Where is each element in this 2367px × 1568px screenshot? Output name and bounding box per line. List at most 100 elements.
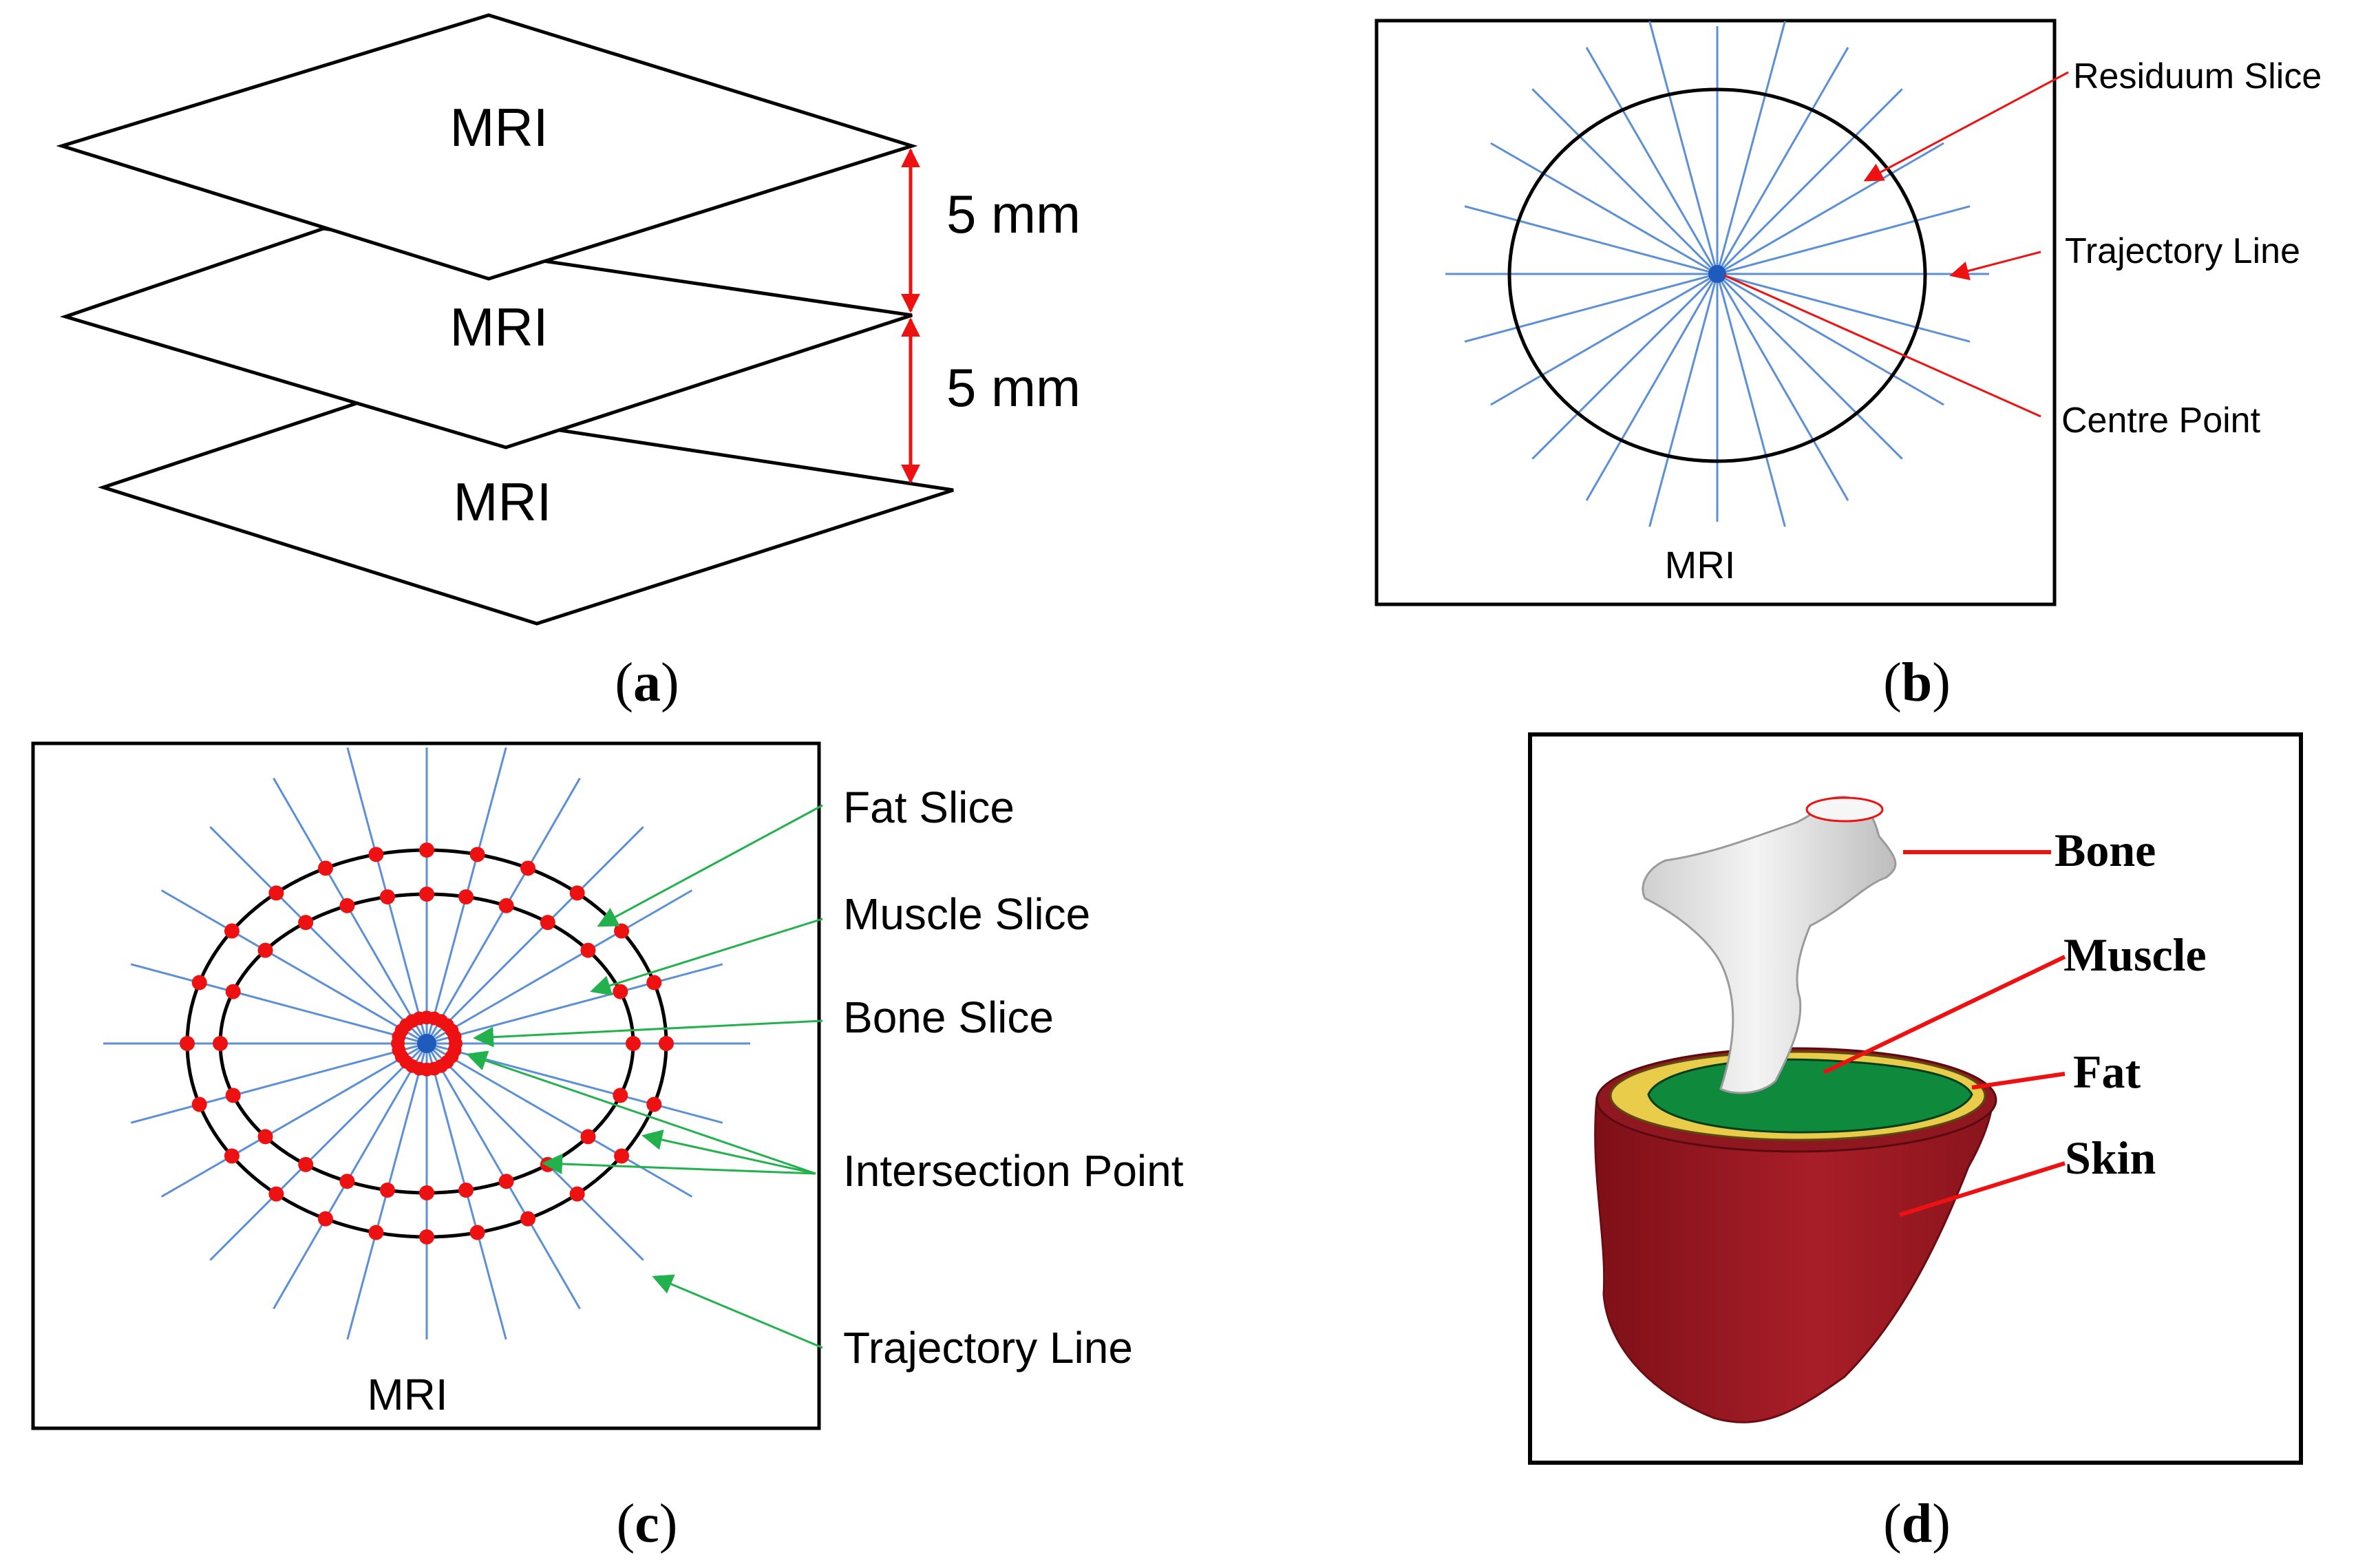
caption-d: (d) bbox=[1883, 1494, 1951, 1554]
intersection-point bbox=[458, 1183, 474, 1198]
skin-shell bbox=[1594, 1096, 1994, 1423]
panel-b: MRI Residuum Slice Trajectory Line Centr… bbox=[1374, 19, 2322, 713]
intersection-point bbox=[540, 915, 555, 931]
mri-label: MRI bbox=[367, 1370, 447, 1419]
panel-a: MRI MRI MRI 5 mm 5 mm (a) bbox=[56, 13, 1081, 713]
trajectory-line-callout bbox=[1949, 251, 2041, 281]
mri-label-top: MRI bbox=[450, 97, 549, 158]
intersection-point bbox=[224, 1148, 240, 1164]
intersection-point bbox=[419, 887, 434, 902]
mri-label-bottom: MRI bbox=[454, 472, 552, 532]
residuum-slice-label: Residuum Slice bbox=[2073, 56, 2322, 96]
residuum-slice-contour bbox=[1507, 87, 1927, 463]
trajectory-line-label: Trajectory Line bbox=[2065, 231, 2300, 271]
intersection-point bbox=[659, 1036, 674, 1051]
intersection-point bbox=[180, 1036, 195, 1051]
spacing-label-lower: 5 mm bbox=[946, 357, 1081, 418]
trajectory-line-callout bbox=[652, 1274, 823, 1349]
intersection-point bbox=[379, 889, 395, 904]
intersection-point bbox=[458, 889, 474, 904]
mri-label-middle: MRI bbox=[450, 297, 549, 357]
centre-point bbox=[417, 1034, 436, 1053]
mri-slice-top bbox=[56, 13, 918, 281]
intersection-point bbox=[213, 1036, 228, 1051]
fat-label: Fat bbox=[2073, 1046, 2141, 1098]
mri-slice-bottom bbox=[97, 399, 954, 626]
intersection-point bbox=[469, 1225, 485, 1240]
intersection-point bbox=[317, 860, 333, 876]
intersection-point bbox=[419, 1185, 434, 1200]
intersection-point bbox=[368, 1225, 384, 1240]
intersection-point-callout-3 bbox=[641, 1130, 816, 1175]
panel-c: MRI Fat Slice Muscle Slice Bone Slice In… bbox=[31, 741, 1184, 1554]
mri-label: MRI bbox=[1665, 543, 1736, 586]
muscle-callout bbox=[1823, 955, 2066, 1074]
intersection-point bbox=[419, 843, 434, 858]
intersection-point bbox=[379, 1183, 395, 1198]
intersection-point-callout-2 bbox=[542, 1154, 816, 1175]
intersection-point bbox=[569, 885, 585, 901]
bone-top-cut bbox=[1805, 796, 1884, 823]
muscle-label: Muscle bbox=[2063, 929, 2207, 981]
intersection-point bbox=[626, 1036, 641, 1051]
intersection-point bbox=[580, 1129, 596, 1145]
intersection-point bbox=[268, 1186, 284, 1202]
intersection-point bbox=[298, 915, 314, 931]
muscle-layer bbox=[1647, 1058, 1973, 1134]
caption-c: (c) bbox=[617, 1494, 678, 1554]
intersection-point bbox=[257, 942, 273, 958]
caption-b: (b) bbox=[1883, 653, 1951, 713]
centre-point-label: Centre Point bbox=[2061, 401, 2261, 441]
intersection-point bbox=[614, 923, 630, 939]
intersection-point bbox=[191, 975, 207, 990]
intersection-point bbox=[614, 1148, 630, 1164]
caption-a: (a) bbox=[615, 653, 679, 713]
intersection-point bbox=[613, 984, 628, 999]
intersection-point bbox=[268, 885, 284, 901]
intersection-point bbox=[225, 984, 241, 999]
intersection-point bbox=[191, 1096, 207, 1112]
fat-callout bbox=[1971, 1072, 2066, 1090]
mri-slice-middle bbox=[59, 226, 913, 449]
panel-b-frame bbox=[1374, 19, 2057, 606]
intersection-point bbox=[613, 1088, 628, 1103]
trajectory-line-label: Trajectory Line bbox=[843, 1323, 1133, 1373]
intersection-point bbox=[646, 975, 662, 990]
bone-label: Bone bbox=[2055, 824, 2156, 876]
intersection-point bbox=[224, 923, 240, 939]
intersection-point bbox=[339, 898, 355, 913]
intersection-point bbox=[520, 1211, 536, 1227]
intersection-point bbox=[257, 1129, 273, 1145]
muscle-slice-label: Muscle Slice bbox=[843, 889, 1090, 939]
intersection-point bbox=[498, 1174, 514, 1189]
spacing-label-upper: 5 mm bbox=[946, 184, 1081, 244]
intersection-points bbox=[180, 843, 674, 1244]
skin-callout bbox=[1899, 1161, 2066, 1217]
intersection-point-callout-1 bbox=[466, 1050, 816, 1175]
intersection-point bbox=[317, 1211, 333, 1227]
intersection-point bbox=[580, 942, 596, 958]
intersection-point bbox=[520, 860, 536, 876]
intersection-point bbox=[368, 847, 384, 862]
residuum-slice-callout bbox=[1863, 71, 2069, 182]
muscle-slice-callout bbox=[590, 918, 823, 996]
intersection-point bbox=[225, 1088, 241, 1103]
panel-d: Bone Muscle Fat Skin (d) bbox=[1528, 732, 2303, 1554]
bone-intersection-point bbox=[447, 1030, 462, 1044]
skin-label: Skin bbox=[2065, 1132, 2156, 1184]
intersection-point-label: Intersection Point bbox=[843, 1146, 1184, 1196]
intersection-point bbox=[646, 1096, 662, 1112]
intersection-point bbox=[419, 1229, 434, 1244]
intersection-point bbox=[569, 1186, 585, 1202]
centre-point bbox=[1708, 265, 1726, 283]
bone-slice-callout bbox=[473, 1019, 823, 1048]
centre-point-callout bbox=[1723, 274, 2041, 418]
bone-slice-label: Bone Slice bbox=[843, 993, 1054, 1042]
intersection-point bbox=[498, 898, 514, 913]
intersection-point bbox=[469, 847, 485, 862]
fat-slice-callout bbox=[597, 804, 823, 927]
intersection-point bbox=[298, 1156, 314, 1172]
fat-slice-label: Fat Slice bbox=[843, 783, 1015, 832]
intersection-point bbox=[339, 1174, 355, 1189]
